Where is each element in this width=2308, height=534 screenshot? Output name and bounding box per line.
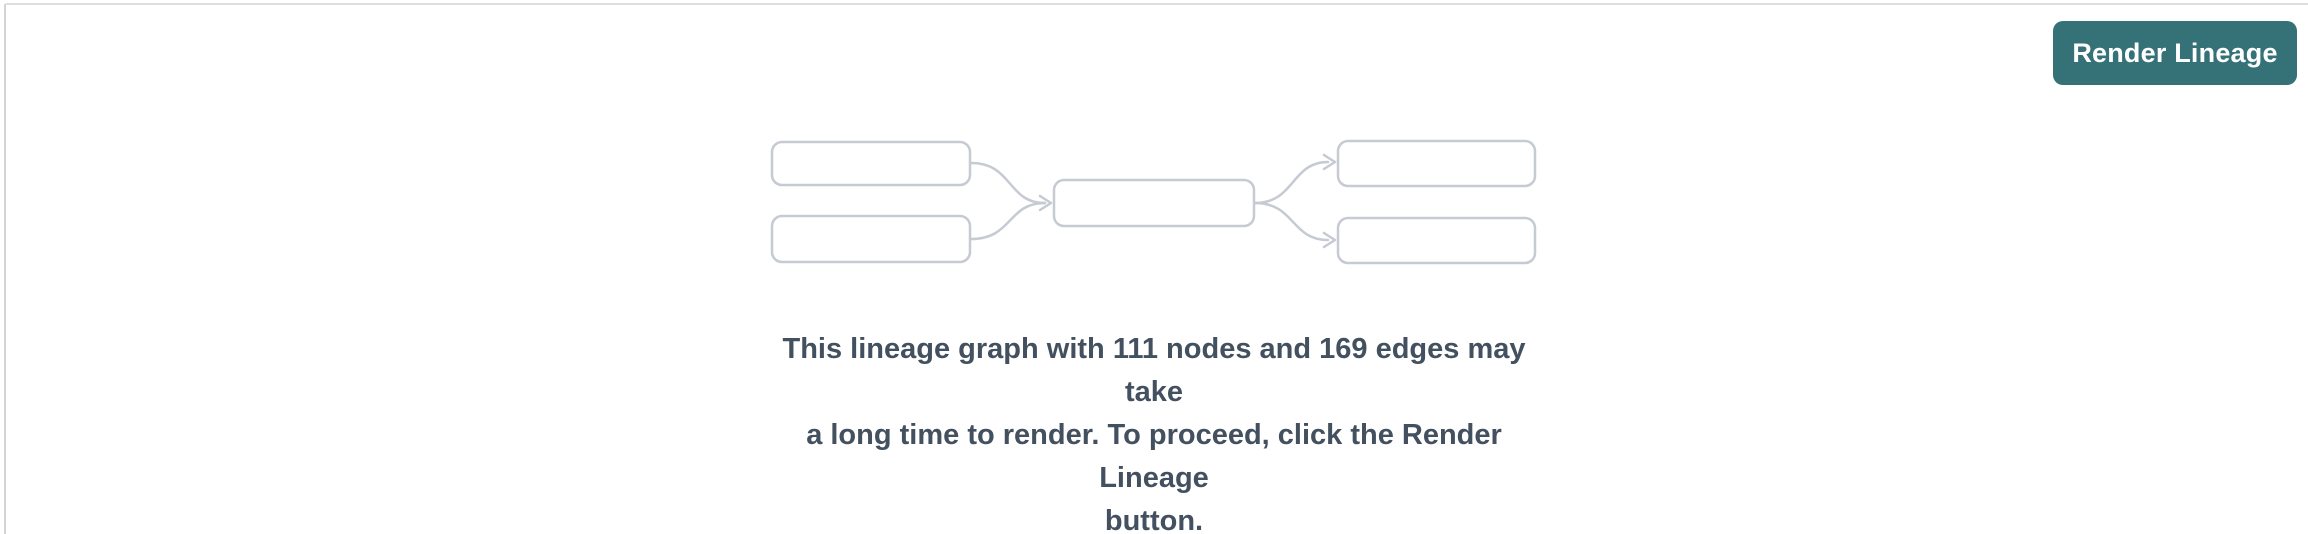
graph-node-box (770, 214, 972, 264)
arrowhead-icon (1322, 231, 1337, 249)
lineage-graph-placeholder-icon (770, 139, 1537, 265)
graph-node-box (1052, 178, 1256, 228)
lineage-warning-message: This lineage graph with 111 nodes and 16… (782, 333, 1526, 534)
graph-edge (969, 201, 1047, 241)
graph-node-box (770, 140, 972, 187)
graph-edge (1253, 201, 1330, 242)
arrowhead-icon (1038, 194, 1053, 212)
panel-left-border (4, 4, 6, 534)
graph-node-box (1336, 216, 1537, 265)
graph-edge (1253, 160, 1330, 205)
render-lineage-button[interactable]: Render Lineage (2053, 21, 2297, 85)
panel-top-border (6, 3, 2308, 5)
graph-edge (969, 161, 1047, 205)
arrowhead-icon (1322, 153, 1337, 171)
graph-node-box (1336, 139, 1537, 188)
